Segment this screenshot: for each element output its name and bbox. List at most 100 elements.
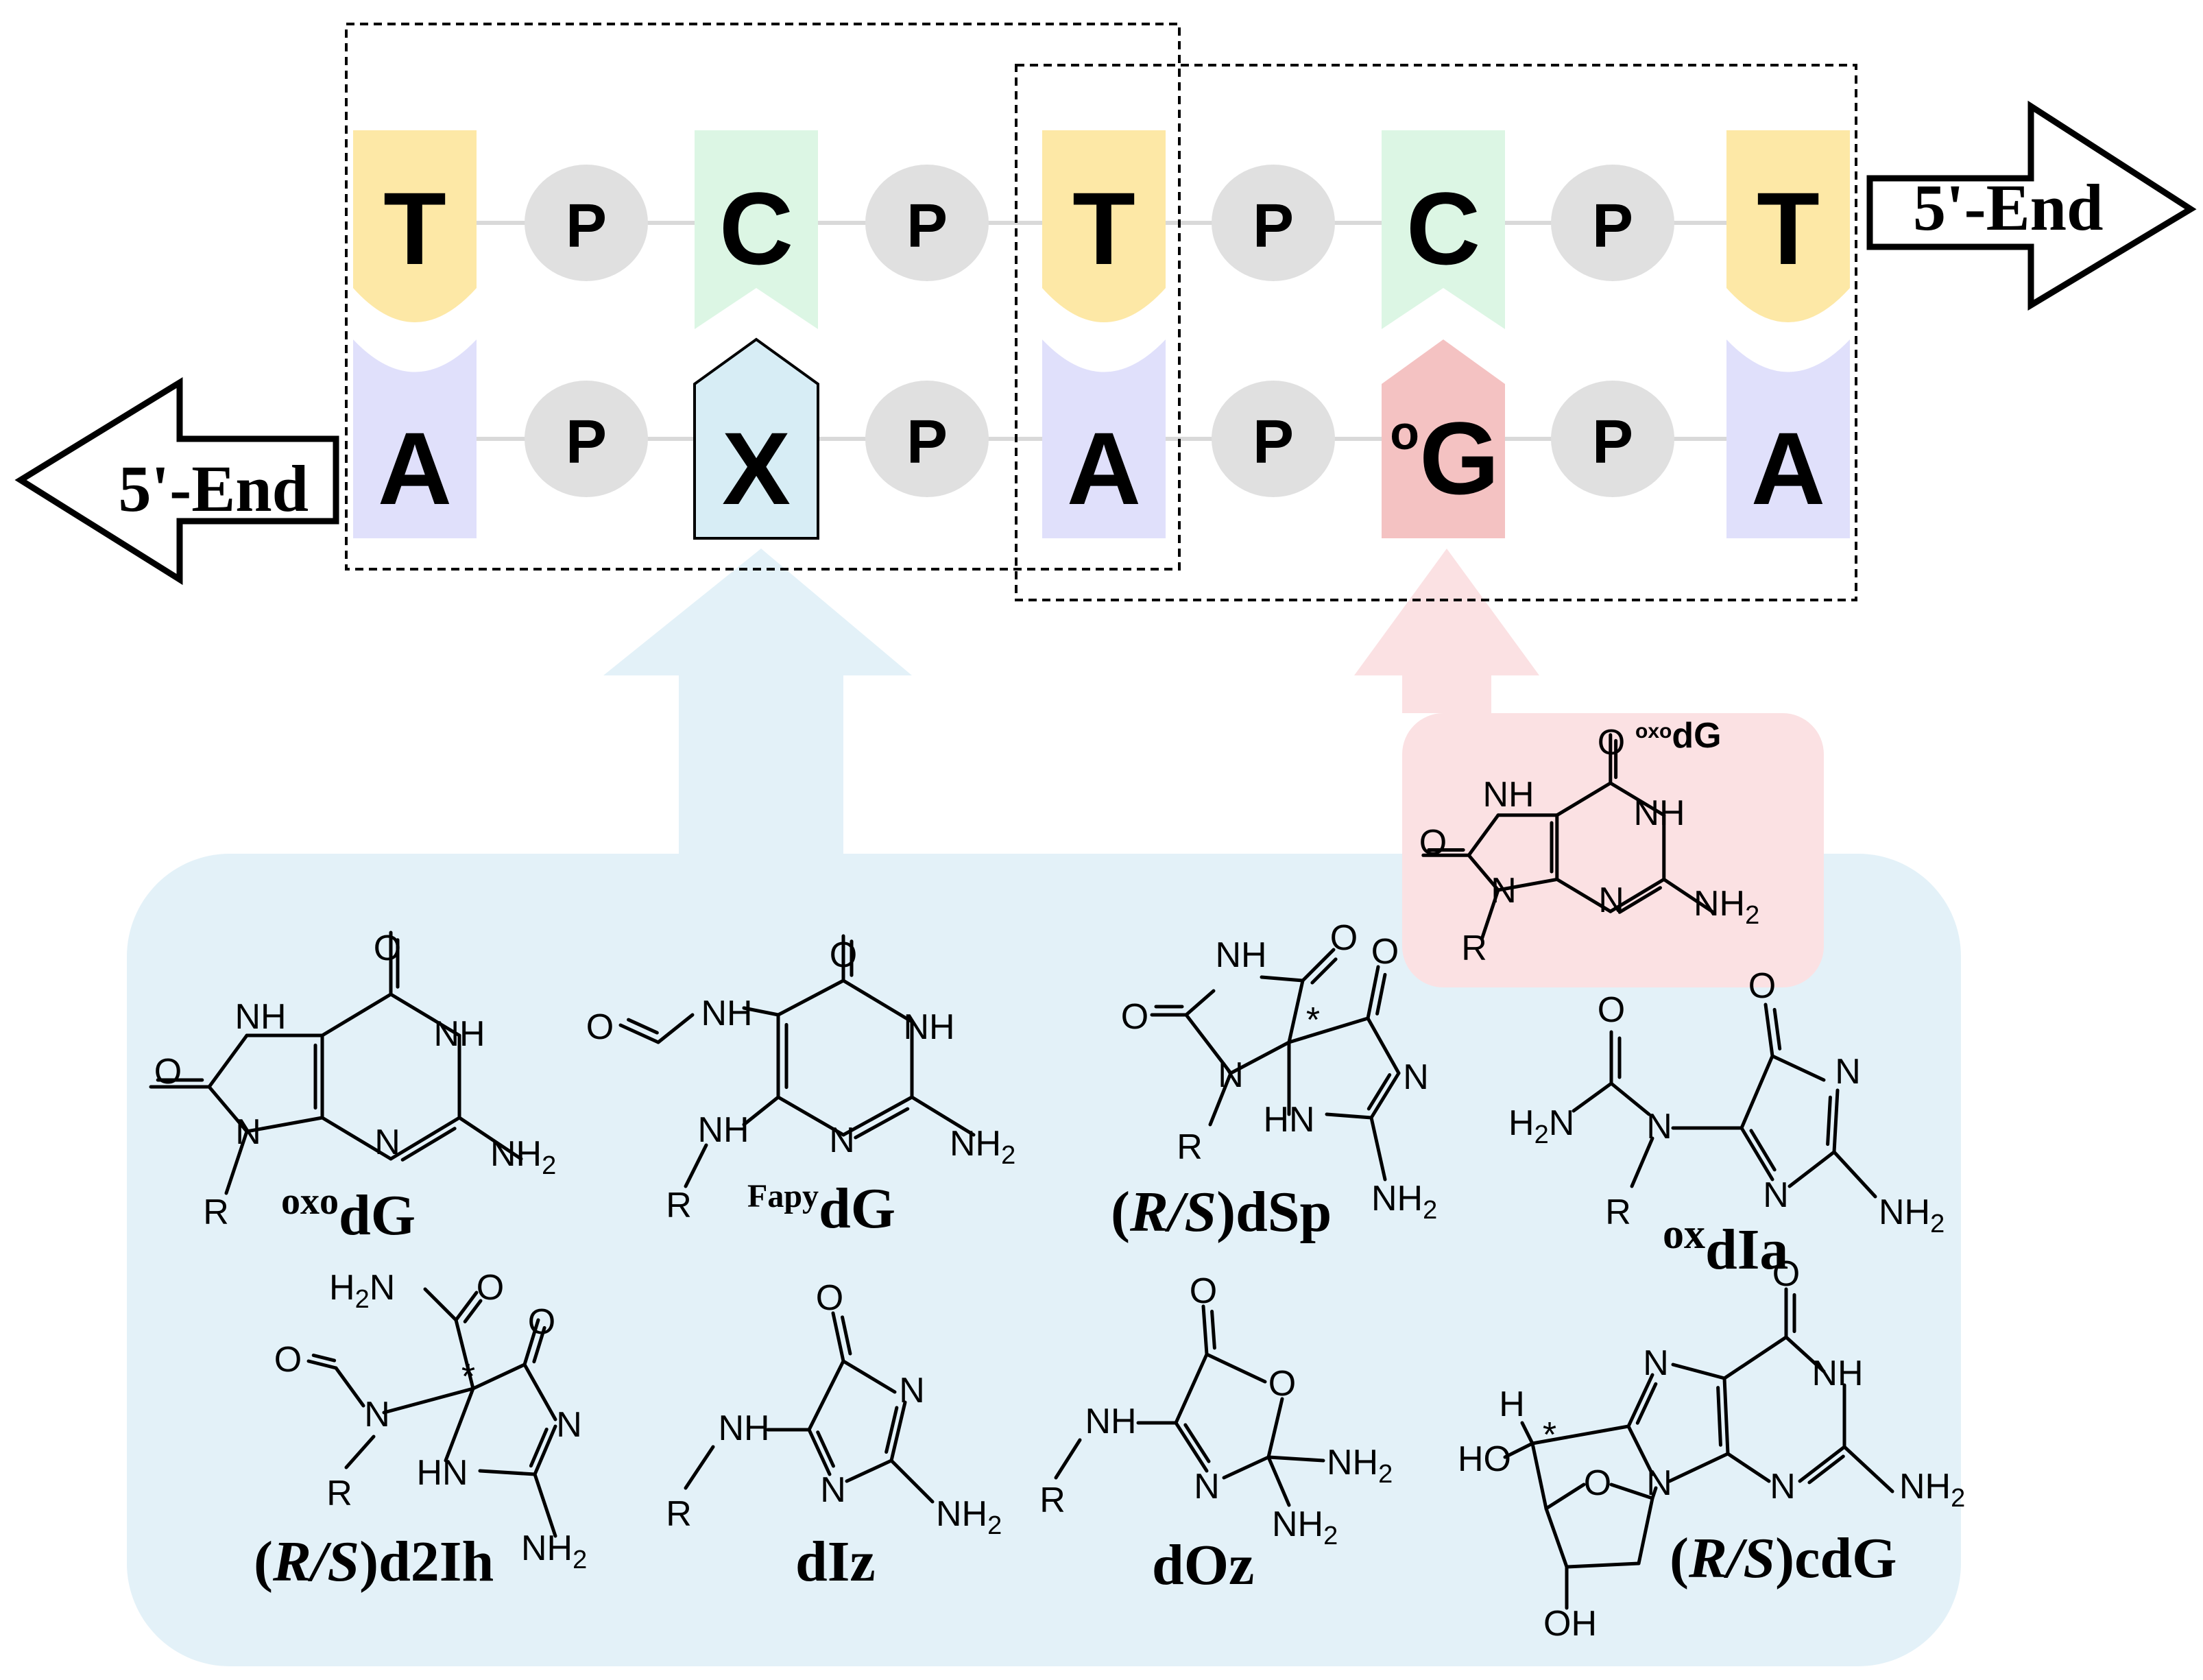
double-bond	[1617, 886, 1662, 914]
atom-NH2: NH2	[490, 1134, 556, 1180]
bond	[1609, 877, 1666, 913]
bottom-base-5-shape	[1726, 339, 1850, 538]
atom-R: R	[1177, 1127, 1203, 1167]
bond	[684, 1445, 715, 1490]
bond	[1287, 1016, 1370, 1044]
top-base-2-letter: C	[719, 171, 793, 286]
atom-NH-R: NH	[697, 1110, 749, 1150]
double-bond	[854, 1107, 910, 1140]
atom-NH2-a: NH2	[1327, 1443, 1393, 1489]
atom-R: R	[666, 1494, 692, 1534]
bond	[1184, 1013, 1233, 1075]
bond	[1650, 1486, 1658, 1500]
atom-N7H: NH	[234, 997, 286, 1037]
bond	[306, 1359, 338, 1370]
atom-NH2: NH2	[1694, 884, 1759, 930]
top-base-5-shape	[1726, 130, 1850, 322]
bond	[207, 1033, 249, 1089]
atom-N1H: NH	[1811, 1354, 1863, 1393]
atom-NH2-b: NH2	[1272, 1504, 1338, 1550]
dSp-name: (R/S)dSp	[1111, 1180, 1332, 1244]
atom-N-ring2: N	[1763, 1175, 1789, 1215]
bond	[1530, 1424, 1630, 1445]
atom-O-ring: O	[1268, 1364, 1296, 1404]
top-base-4-letter: C	[1406, 171, 1480, 286]
bond	[1770, 1054, 1826, 1082]
atom-N: N	[1218, 1055, 1244, 1095]
bottom-base-2-letter: X	[722, 411, 791, 526]
bond	[1496, 877, 1559, 892]
bond	[1626, 1373, 1654, 1428]
double-bond	[1635, 1382, 1658, 1425]
bond	[1366, 965, 1380, 1020]
double-bond	[1310, 957, 1338, 985]
bond	[1174, 1352, 1209, 1425]
top-phosphate-4-label: P	[1592, 192, 1633, 261]
bond	[1369, 1071, 1401, 1120]
dashed-box-right	[1015, 64, 1857, 601]
atom-OH: OH	[1543, 1604, 1597, 1644]
bond	[320, 992, 393, 1037]
atom-O4: O	[1584, 1463, 1611, 1503]
double-bond	[529, 1427, 549, 1468]
bottom-base-4-letter: oG	[1390, 400, 1499, 516]
atom-R: R	[326, 1474, 352, 1513]
bond	[841, 979, 914, 1024]
double-bond	[1749, 1129, 1777, 1172]
top-phosphate-2-label: P	[906, 192, 948, 261]
bond	[454, 1318, 475, 1391]
double-bond	[400, 1127, 457, 1162]
bond	[1832, 1088, 1840, 1154]
atom-NH2: NH2	[950, 1124, 1015, 1170]
bond	[1662, 877, 1714, 913]
bond	[1726, 1452, 1771, 1483]
double-bond	[1367, 1073, 1392, 1111]
bond	[1565, 1561, 1641, 1569]
atom-O: O	[816, 1278, 843, 1318]
bond	[1530, 1441, 1548, 1511]
atom-O-amide: O	[477, 1268, 504, 1308]
double-bond	[1183, 1423, 1211, 1463]
bottom-base-5-letter: A	[1751, 411, 1825, 526]
bond	[1722, 1335, 1788, 1380]
bond	[1503, 1441, 1534, 1459]
bond	[207, 1085, 249, 1133]
bond	[423, 1287, 458, 1322]
bond	[1229, 1040, 1291, 1075]
atom-NH2: NH2	[1899, 1467, 1965, 1513]
atom-R: R	[1461, 928, 1487, 968]
atom-NH2: NH2	[936, 1494, 1002, 1540]
bottom-base-1-letter: A	[378, 411, 452, 526]
bond	[389, 992, 461, 1037]
atom-N-ring2: N	[820, 1470, 846, 1510]
oxodG-name: oxodG	[281, 1180, 416, 1247]
top-phosphate-1	[525, 165, 648, 281]
bond	[889, 1400, 907, 1463]
top-base-5-letter: T	[1757, 171, 1820, 286]
top-base-3-letter: T	[1072, 171, 1135, 286]
bottom-base-4-shape	[1382, 339, 1505, 538]
bond	[1301, 948, 1336, 983]
bond	[845, 1459, 893, 1483]
left-end-arrow	[14, 376, 339, 586]
bond	[1832, 1150, 1877, 1199]
right-end-label: 5'-End	[1913, 171, 2103, 244]
bond	[1366, 1016, 1401, 1075]
double-bond	[1375, 972, 1387, 1016]
bond	[1266, 1455, 1325, 1463]
bond	[1609, 781, 1666, 817]
bond	[1842, 1445, 1894, 1493]
atom-N-ring: N	[1403, 1057, 1429, 1097]
bond	[224, 1129, 249, 1195]
atom-O6: O	[830, 935, 857, 975]
bond	[1671, 1363, 1726, 1380]
bottom-phosphate-3-label: P	[1253, 408, 1294, 477]
bond	[471, 1363, 527, 1391]
atom-NH: NH	[1085, 1402, 1136, 1441]
double-bond	[463, 1299, 483, 1323]
bond	[618, 1023, 660, 1044]
